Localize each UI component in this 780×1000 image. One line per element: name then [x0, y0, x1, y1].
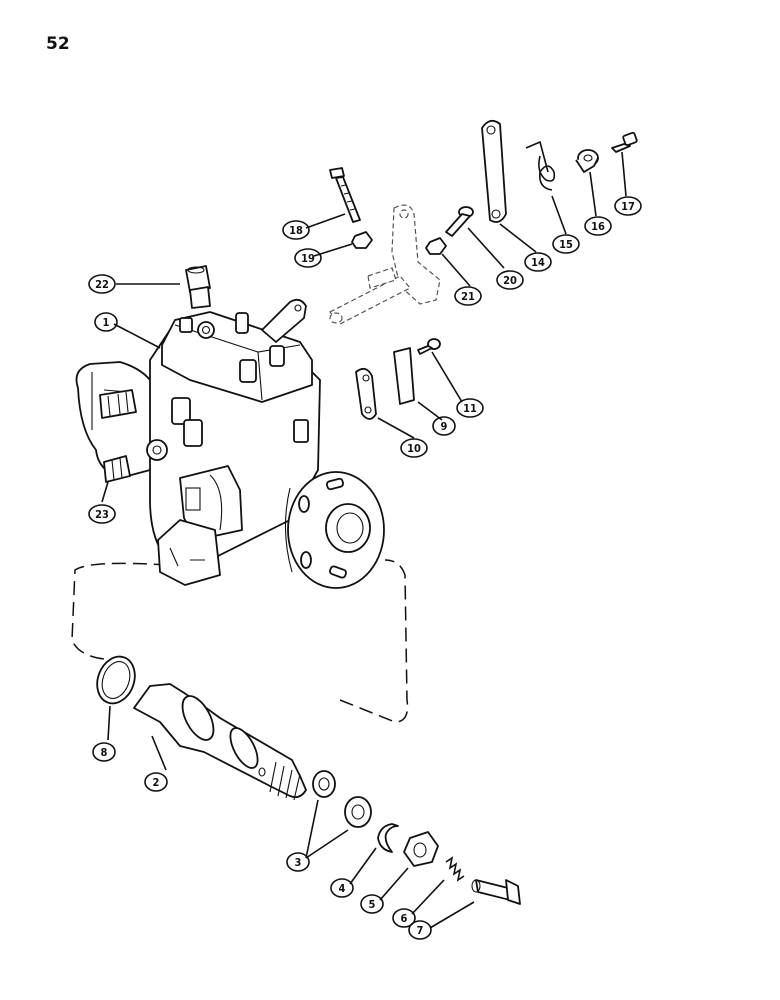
leader-lines — [101, 151, 627, 929]
svg-text:16: 16 — [591, 220, 605, 233]
callout-19: 19 — [294, 248, 322, 268]
o-ring-8 — [96, 655, 136, 705]
svg-text:3: 3 — [295, 856, 302, 869]
callout-16: 16 — [584, 216, 612, 236]
callout-21: 21 — [454, 286, 482, 306]
svg-text:2: 2 — [153, 776, 160, 789]
svg-text:14: 14 — [531, 256, 545, 269]
callout-11: 11 — [456, 398, 484, 418]
svg-text:19: 19 — [301, 252, 315, 265]
callout-20: 20 — [496, 270, 524, 290]
callout-1: 1 — [94, 312, 118, 332]
callout-8: 8 — [92, 742, 116, 762]
callout-9: 9 — [432, 416, 456, 436]
svg-text:5: 5 — [369, 898, 376, 911]
lever-arm-14 — [481, 119, 507, 223]
capscrew-17 — [611, 131, 638, 153]
nut-21 — [425, 237, 447, 255]
injection-pump-body — [75, 298, 385, 589]
screw-20 — [445, 206, 474, 237]
svg-text:22: 22 — [95, 278, 109, 291]
callout-3: 3 — [286, 852, 310, 872]
svg-text:1: 1 — [103, 316, 110, 329]
svg-text:4: 4 — [339, 882, 346, 895]
nut-5 — [403, 831, 439, 867]
page-number: 52 — [46, 34, 70, 54]
plate-9 — [393, 347, 415, 405]
svg-text:6: 6 — [401, 912, 408, 925]
svg-text:10: 10 — [407, 442, 421, 455]
svg-text:20: 20 — [503, 274, 517, 287]
snap-ring-4 — [377, 823, 399, 853]
nut-19 — [351, 231, 373, 249]
callout-7: 7 — [408, 920, 432, 940]
callout-15: 15 — [552, 234, 580, 254]
fitting-22 — [185, 265, 211, 309]
callout-18: 18 — [282, 220, 310, 240]
linkage-ghost — [329, 204, 441, 325]
screw-11 — [417, 338, 441, 355]
svg-text:23: 23 — [95, 508, 109, 521]
callout-22: 22 — [88, 274, 116, 294]
svg-text:15: 15 — [559, 238, 573, 251]
callout-6: 6 — [392, 908, 416, 928]
svg-text:21: 21 — [461, 290, 475, 303]
svg-text:18: 18 — [289, 224, 303, 237]
callout-5: 5 — [360, 894, 384, 914]
svg-text:17: 17 — [621, 200, 635, 213]
bolt-7 — [471, 879, 521, 905]
assembly-boundary-dashed — [71, 559, 409, 723]
drive-shaft-2 — [133, 683, 307, 801]
callout-4: 4 — [330, 878, 354, 898]
spring-6 — [445, 856, 465, 882]
callout-23: 23 — [88, 504, 116, 524]
bolt-18 — [329, 167, 361, 223]
callout-2: 2 — [144, 772, 168, 792]
svg-text:9: 9 — [441, 420, 448, 433]
bushing-16 — [575, 149, 599, 173]
bearing-3 — [312, 770, 372, 828]
plate-10 — [355, 367, 377, 420]
callout-17: 17 — [614, 196, 642, 216]
spring-15 — [525, 140, 556, 191]
svg-text:7: 7 — [417, 924, 424, 937]
svg-text:8: 8 — [101, 746, 108, 759]
callout-14: 14 — [524, 252, 552, 272]
callout-10: 10 — [400, 438, 428, 458]
svg-text:11: 11 — [463, 402, 477, 415]
